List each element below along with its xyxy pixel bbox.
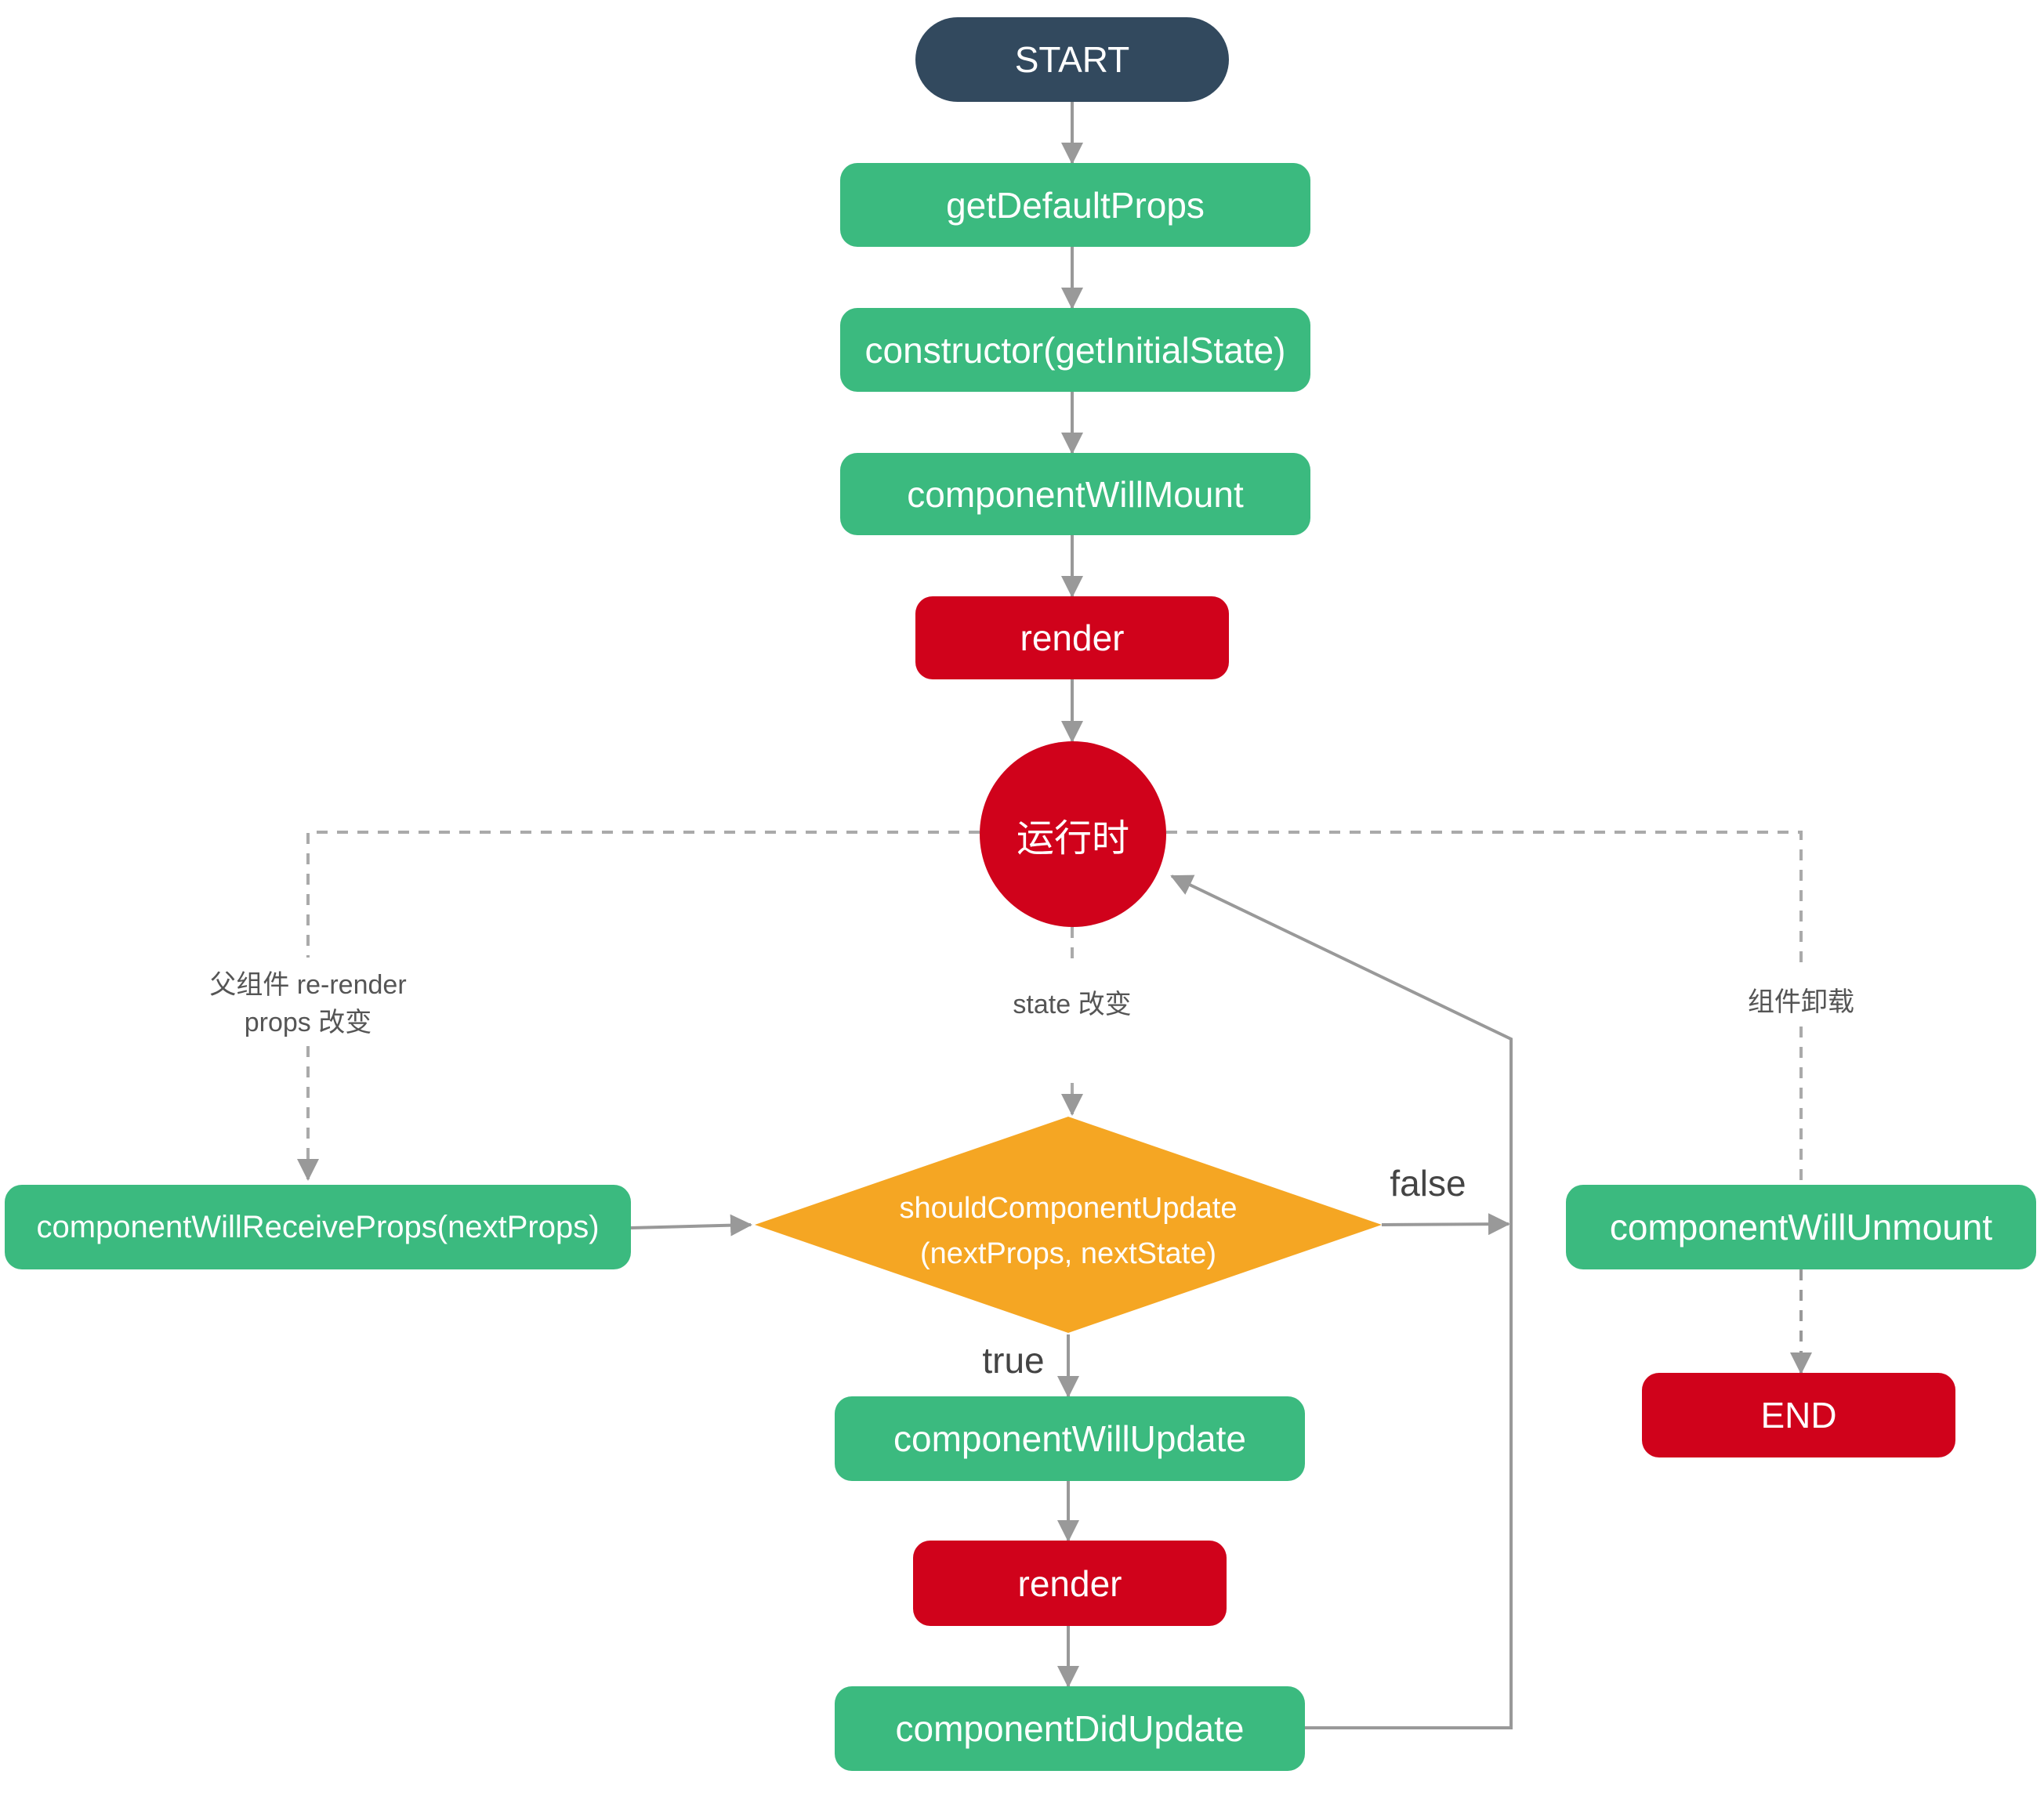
main-flow-arrows <box>1057 102 1812 1688</box>
runtime-node: 运行时 <box>980 741 1166 927</box>
component-will-receive-props-node: componentWillReceiveProps(nextProps) <box>5 1185 631 1269</box>
constructor-node: constructor(getInitialState) <box>840 308 1310 392</box>
should-component-update-label: shouldComponentUpdate (nextProps, nextSt… <box>833 1186 1303 1276</box>
should-component-update-line1: shouldComponentUpdate <box>899 1192 1238 1225</box>
unmount-label: 组件卸载 <box>1748 987 1854 1017</box>
state-change-label: state 改变 <box>1013 990 1132 1019</box>
get-default-props-node: getDefaultProps <box>840 163 1310 247</box>
end-node: END <box>1642 1373 1955 1457</box>
render-node-update: render <box>913 1541 1227 1626</box>
should-component-update-diamond <box>755 1117 1382 1333</box>
decision-connectors <box>630 874 1513 1729</box>
component-will-update-node: componentWillUpdate <box>835 1396 1305 1481</box>
component-will-unmount-node: componentWillUnmount <box>1566 1185 2036 1269</box>
render-node-initial: render <box>915 596 1229 679</box>
parent-rerender-label: 父组件 re-render props 改变 <box>151 966 465 1041</box>
parent-rerender-line1: 父组件 re-render <box>209 970 407 1000</box>
false-label: false <box>1390 1163 1466 1204</box>
runtime-branches <box>297 831 1803 1185</box>
component-did-update-node: componentDidUpdate <box>835 1686 1305 1771</box>
should-component-update-line2: (nextProps, nextState) <box>919 1237 1217 1270</box>
component-will-mount-node: componentWillMount <box>840 453 1310 535</box>
parent-rerender-line2: props 改变 <box>244 1008 372 1037</box>
true-label: true <box>982 1340 1045 1381</box>
start-node: START <box>915 17 1229 102</box>
